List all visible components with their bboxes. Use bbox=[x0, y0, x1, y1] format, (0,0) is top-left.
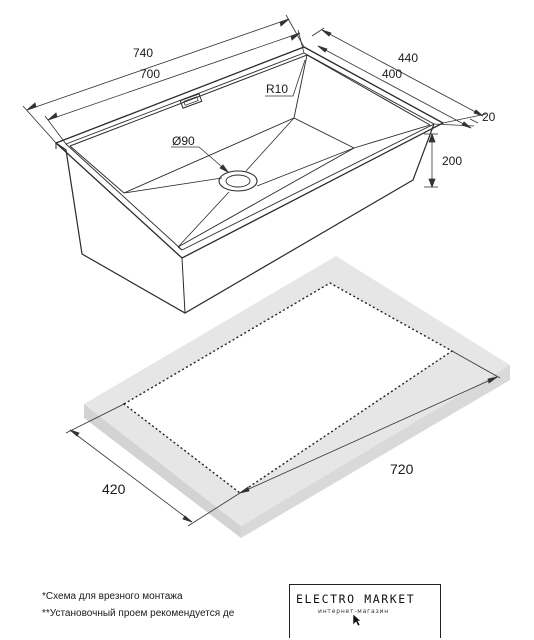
countertop-drawing bbox=[84, 256, 510, 538]
countertop-front-face bbox=[84, 404, 241, 538]
sink-bowl-top-edge bbox=[69, 54, 431, 147]
overflow-slot bbox=[179, 93, 203, 109]
cutout-dimension-lines bbox=[65, 350, 501, 527]
dim-cutout-width: 420 bbox=[102, 481, 126, 497]
sink-bowl-corner-front bbox=[177, 246, 183, 251]
sink-outer-body bbox=[55, 123, 435, 314]
dim-rim: 20 bbox=[482, 110, 496, 124]
sink-bowl-corner-right bbox=[353, 124, 431, 149]
note-line-1: *Схема для врезного монтажа bbox=[42, 591, 183, 602]
countertop-right-face bbox=[241, 365, 510, 538]
sink-slope-lines bbox=[123, 117, 355, 248]
dim-overall-length: 740 bbox=[133, 46, 153, 60]
cursor-icon bbox=[352, 613, 362, 627]
dim-depth: 200 bbox=[442, 154, 462, 168]
sink-rim-inner-edge bbox=[65, 52, 435, 251]
drain-outer bbox=[218, 170, 258, 192]
cutout-dimension-labels: 420 720 bbox=[102, 461, 414, 497]
sink-front-corner-edge bbox=[181, 257, 186, 314]
sink-drawing bbox=[54, 46, 445, 314]
sink-bowl-bottom bbox=[123, 117, 355, 248]
dim-inner-length: 700 bbox=[140, 67, 160, 81]
countertop-top-face bbox=[84, 256, 510, 526]
brand-name: ELECTRO MARKET bbox=[296, 592, 416, 606]
dim-drain-diameter: Ø90 bbox=[172, 134, 195, 148]
sink-bowl-corner-back bbox=[293, 54, 308, 119]
note-line-2: **Установочный проем рекомендуется де bbox=[42, 608, 235, 619]
installation-notes: *Схема для врезного монтажа **Установочн… bbox=[42, 588, 280, 622]
dim-overall-width: 440 bbox=[398, 51, 418, 65]
sink-bowl-corner-left bbox=[69, 145, 125, 194]
overflow-slot-inner bbox=[183, 96, 199, 106]
dim-corner-radius: R10 bbox=[266, 82, 288, 96]
drain-inner bbox=[225, 174, 251, 188]
brand-logo: ELECTRO MARKET интернет-магазин bbox=[289, 584, 441, 638]
sink-dimension-lines bbox=[22, 14, 487, 189]
dim-cutout-length: 720 bbox=[390, 461, 414, 477]
sink-dimension-labels: 740 700 440 400 20 200 Ø90 R10 bbox=[133, 46, 496, 168]
brand-tagline: интернет-магазин bbox=[318, 608, 389, 615]
dim-inner-width: 400 bbox=[382, 67, 402, 81]
